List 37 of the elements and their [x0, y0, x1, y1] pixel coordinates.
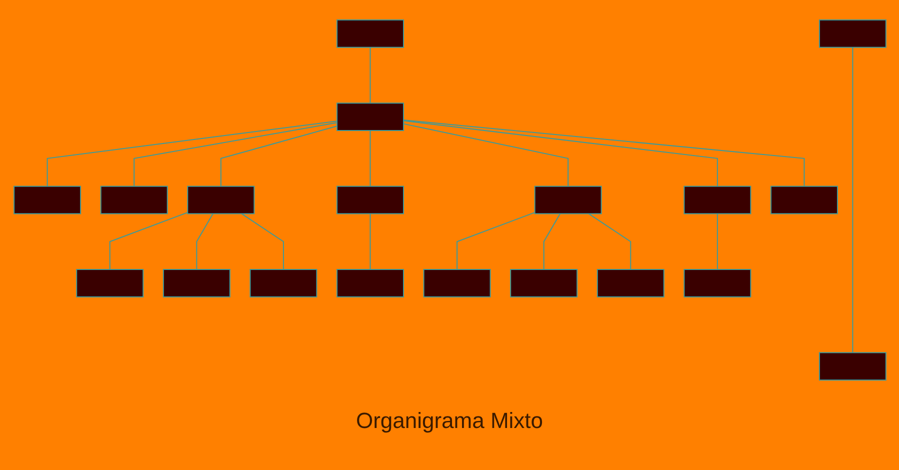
node-box — [76, 268, 144, 298]
connector — [196, 213, 213, 270]
node-box — [336, 268, 404, 298]
connector — [716, 214, 718, 270]
connector — [369, 47, 370, 104]
node-box — [770, 186, 838, 214]
node-box — [100, 186, 168, 214]
connector — [402, 120, 804, 186]
connector — [456, 212, 534, 270]
node-box — [336, 19, 404, 48]
node-box — [249, 268, 317, 298]
connector — [369, 214, 370, 270]
connector — [220, 126, 337, 186]
node-box — [683, 268, 751, 298]
node-box — [534, 186, 602, 214]
connector — [402, 123, 568, 186]
node-box — [422, 268, 490, 298]
node-box — [510, 268, 578, 298]
connector — [46, 120, 337, 186]
node-box — [336, 186, 404, 214]
connector — [402, 120, 718, 186]
connector — [108, 212, 188, 270]
connector — [133, 122, 337, 186]
node-box — [162, 268, 230, 298]
connector — [369, 130, 370, 186]
node-box — [818, 19, 886, 48]
connector — [240, 213, 284, 270]
diagram-caption: Organigrama Mixto — [354, 408, 544, 434]
node-box — [336, 102, 404, 132]
node-box — [13, 186, 81, 214]
connector — [588, 213, 631, 270]
connector — [852, 47, 853, 353]
node-box — [683, 186, 751, 214]
node-box — [596, 268, 664, 298]
node-box — [186, 186, 254, 214]
connector — [542, 213, 560, 270]
node-box — [818, 352, 886, 381]
